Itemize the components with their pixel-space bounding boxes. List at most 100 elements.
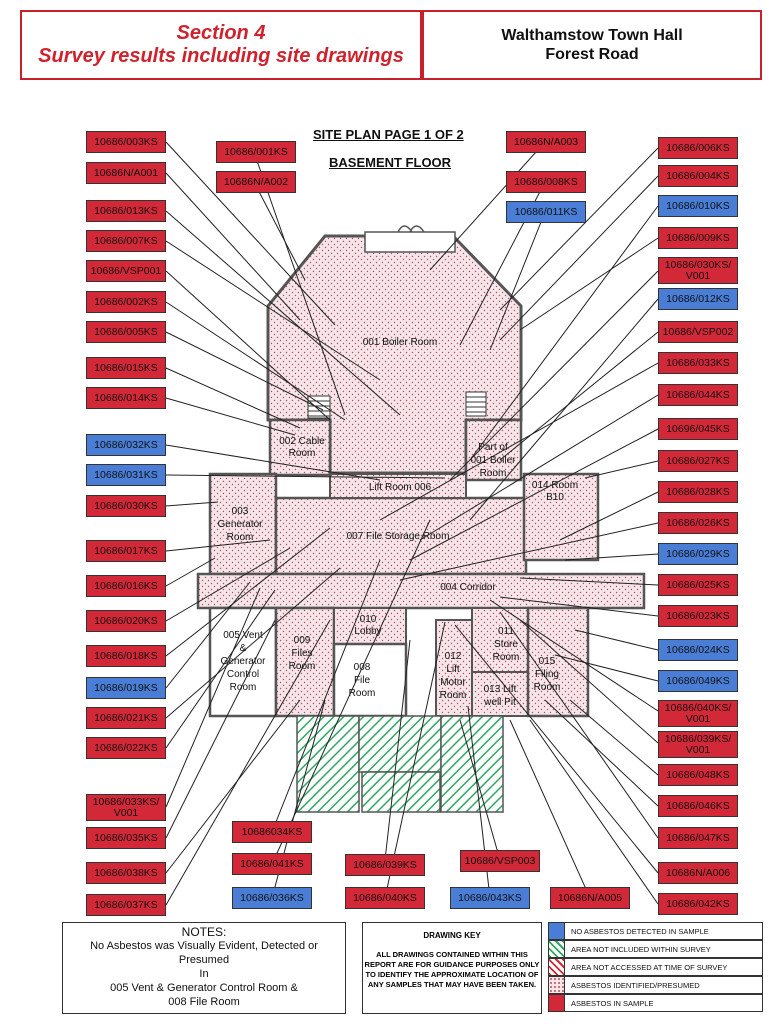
sample-label: 10686/037KS <box>86 894 166 916</box>
key-row: ASBESTOS IDENTIFIED/PRESUMED <box>548 976 763 994</box>
key-swatch-blue <box>549 923 565 939</box>
notes-line: In <box>199 968 209 980</box>
sample-label: 10686/006KS <box>658 137 738 159</box>
room-002-shape <box>268 418 332 477</box>
sample-label: 10686/023KS <box>658 605 738 627</box>
key-label: ASBESTOS IDENTIFIED/PRESUMED <box>571 980 700 990</box>
site-name: Walthamstow Town Hall <box>501 27 683 44</box>
key-row: ASBESTOS IN SAMPLE <box>548 994 763 1012</box>
room-label-011c: Room <box>493 652 520 663</box>
room-label-002b: Room <box>289 448 316 459</box>
room-label-014b: B10 <box>546 492 564 503</box>
sample-label: 10686/007KS <box>86 230 166 252</box>
key-label: AREA NOT ACCESSED AT TIME OF SURVEY <box>571 962 728 972</box>
sample-label: 10686/017KS <box>86 540 166 562</box>
sample-label: 10686/002KS <box>86 291 166 313</box>
room-label-001p-a: Part of <box>478 442 508 453</box>
sample-label: 10686/012KS <box>658 288 738 310</box>
sample-label: 10686034KS <box>232 821 312 843</box>
sample-label: 10686/039KS <box>345 854 425 876</box>
room-label-005d: Control <box>227 669 259 680</box>
notes-title: NOTES: <box>181 925 227 939</box>
sample-label: 10686/008KS <box>506 171 586 193</box>
sample-label: 10686/030KS <box>86 495 166 517</box>
sample-label: 10686/031KS <box>86 464 166 486</box>
notes-line: No Asbestos was Visually Evident, Detect… <box>90 940 318 952</box>
room-label-009c: Room <box>289 661 316 672</box>
sample-label: 10686/040KS/ V001 <box>658 700 738 727</box>
sample-label: 10686/026KS <box>658 512 738 534</box>
drawing-key: DRAWING KEY ALL DRAWINGS CONTAINED WITHI… <box>362 922 542 1014</box>
leader-lines <box>165 141 659 906</box>
sample-label: 10686/027KS <box>658 450 738 472</box>
sample-label: 10686/035KS <box>86 827 166 849</box>
entrance-door <box>397 225 425 233</box>
room-label-001p-c: Room <box>480 468 507 479</box>
sample-label: 10686/004KS <box>658 165 738 187</box>
sample-label: 10686/011KS <box>506 201 586 223</box>
sample-label: 10686/038KS <box>86 862 166 884</box>
notes-line: Presumed <box>178 954 230 966</box>
sample-label: 10686/048KS <box>658 764 738 786</box>
room-label-005e: Room <box>230 682 257 693</box>
room-label-005b: & <box>240 643 247 654</box>
entrance-steps <box>364 231 456 253</box>
room-label-009a: 009 <box>294 635 311 646</box>
sample-label: 10686N/A002 <box>216 171 296 193</box>
room-label-015a: 015 <box>539 656 556 667</box>
drawing-key-disclaimer: ALL DRAWINGS CONTAINED WITHIN THIS REPOR… <box>364 950 540 989</box>
stairs-right <box>465 391 487 417</box>
room-label-013a: 013 Lift <box>484 684 517 695</box>
room-label-008c: Room <box>349 688 376 699</box>
room-label-003b: Generator <box>217 519 263 530</box>
plan-subtitle: BASEMENT FLOOR <box>329 155 452 170</box>
sample-label: 10686/043KS <box>450 887 530 909</box>
room-label-005c: Generator <box>220 656 266 667</box>
room-label-004: 004 Corridor <box>440 582 496 593</box>
sample-label: 10686/020KS <box>86 610 166 632</box>
sample-label: 10686/032KS <box>86 434 166 456</box>
room-label-007: 007 File Storage Room <box>347 531 450 542</box>
room-label-012c: Motor <box>440 677 466 688</box>
sample-label: 10686/009KS <box>658 227 738 249</box>
key-swatch-green-hatch <box>549 941 565 957</box>
key-label: ASBESTOS IN SAMPLE <box>571 998 654 1008</box>
sample-label: 10686/047KS <box>658 827 738 849</box>
sample-label: 10686/018KS <box>86 645 166 667</box>
stairs-left <box>307 395 331 419</box>
sample-label: 10686/044KS <box>658 384 738 406</box>
room-label-003a: 003 <box>232 506 249 517</box>
sample-label: 10686/039KS/ V001 <box>658 731 738 758</box>
room-label-015b: Filing <box>535 669 559 680</box>
room-label-011b: Store <box>494 639 518 650</box>
sample-label: 10686/042KS <box>658 893 738 915</box>
sample-label: 10686/024KS <box>658 639 738 661</box>
site-header: Walthamstow Town Hall Forest Road <box>422 10 762 80</box>
sample-label: 10686/033KS/ V001 <box>86 794 166 821</box>
sample-label: 10686/028KS <box>658 481 738 503</box>
room-label-015c: Room <box>534 682 561 693</box>
sample-label: 10686/025KS <box>658 574 738 596</box>
sample-label: 10686N/A005 <box>550 887 630 909</box>
sample-label: 10686/VSP002 <box>658 321 738 343</box>
sample-label: 10686/014KS <box>86 387 166 409</box>
room-label-001: 001 Boiler Room <box>363 337 437 348</box>
sample-label: 10686/030KS/ V001 <box>658 257 738 284</box>
sample-label: 10686/001KS <box>216 141 296 163</box>
room-label-010a: 010 <box>360 614 377 625</box>
sample-label: 10686/033KS <box>658 352 738 374</box>
sample-label: 10686/029KS <box>658 543 738 565</box>
sample-label: 10686/VSP001 <box>86 260 166 282</box>
site-road: Forest Road <box>545 46 639 63</box>
sample-label: 10686N/A006 <box>658 862 738 884</box>
room-014-shape <box>522 472 600 562</box>
sample-label: 10686/022KS <box>86 737 166 759</box>
room-label-012a: 012 <box>445 651 462 662</box>
notes-box: NOTES: No Asbestos was Visually Evident,… <box>62 922 346 1014</box>
sample-label: 10686/005KS <box>86 321 166 343</box>
room-label-014a: 014 Room <box>532 480 578 491</box>
plan-title: SITE PLAN PAGE 1 OF 2 <box>313 127 464 142</box>
excluded-area-left <box>296 715 360 813</box>
sample-label: 10686/040KS <box>345 887 425 909</box>
